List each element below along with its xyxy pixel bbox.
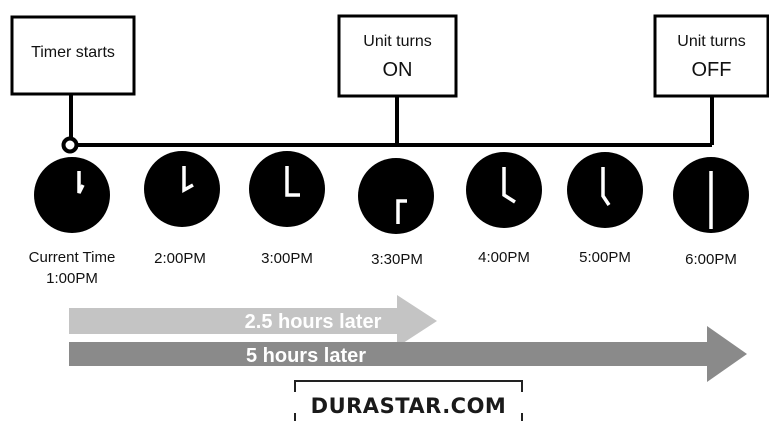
clock-4-label: 3:30PM [371,251,423,268]
arrow-5-hours-label: 5 hours later [246,345,366,367]
clock-2-face [144,151,220,227]
brand-bracket-bottom [294,413,523,421]
clock-1-sublabel: 1:00PM [46,270,98,287]
callout-unit-on: Unit turns ON [337,14,458,98]
callout-unit-off: Unit turns OFF [653,14,769,98]
clock-5-label: 4:00PM [478,249,530,266]
clock-5: 4:00PM [466,152,542,266]
clock-6-hands [601,167,611,206]
clock-3: 3:00PM [249,151,325,267]
clock-6-label: 5:00PM [579,249,631,266]
arrow-2-5-hours-shape [69,295,437,347]
clock-2-label: 2:00PM [154,250,206,267]
callout-on-line2: ON [383,59,413,81]
arrow-2-5-hours-label: 2.5 hours later [245,311,382,333]
clock-4: 3:30PM [358,158,434,268]
clock-7: 6:00PM [673,157,749,268]
brand-text: DURASTAR.COM [311,394,507,418]
callout-timer-text: Timer starts [31,44,115,61]
timeline-start-marker [61,136,79,154]
brand-logo: DURASTAR.COM [294,380,523,421]
clock-6: 5:00PM [567,152,643,266]
arrow-5-hours-shape [69,326,747,382]
clock-1-label: Current Time [29,249,116,266]
callout-timer-starts: Timer starts [10,15,136,96]
brand-bracket [294,380,523,392]
timeline [61,95,714,154]
callout-off-line2: OFF [692,59,732,81]
clock-1-hands [77,171,85,194]
arrow-5-hours: 5 hours later [69,326,747,382]
clock-2-hands [182,166,194,193]
clock-1-face [34,157,110,233]
arrow-2-5-hours: 2.5 hours later [69,295,437,347]
clock-2: 2:00PM [144,151,220,267]
clock-6-face [567,152,643,228]
clock-1: Current Time 1:00PM [29,157,116,287]
clock-4-face [358,158,434,234]
clock-3-label: 3:00PM [261,250,313,267]
callout-off-line1: Unit turns [677,33,745,50]
clock-4-hands [396,199,407,224]
clock-3-hands [285,166,300,197]
clock-7-label: 6:00PM [685,251,737,268]
clock-5-hands [502,167,516,204]
callout-on-line1: Unit turns [363,33,431,50]
